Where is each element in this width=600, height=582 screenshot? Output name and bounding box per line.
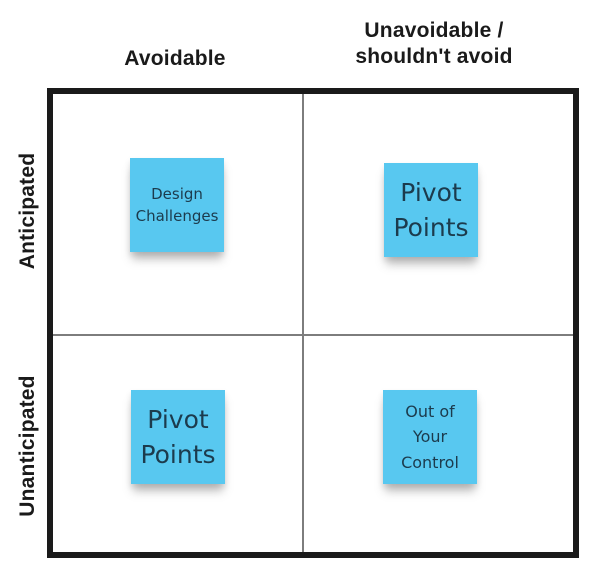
sticky-note-design-challenges-text: Design Challenges xyxy=(135,184,219,226)
vertical-quadrant-divider xyxy=(302,94,304,552)
matrix-frame xyxy=(47,88,579,558)
sticky-note-pivot-points-bottom: Pivot Points xyxy=(131,390,225,484)
column-header-avoidable: Avoidable xyxy=(124,47,226,70)
row-header-anticipated: Anticipated xyxy=(16,152,39,270)
sticky-note-pivot-points-top-text: Pivot Points xyxy=(393,178,469,242)
sticky-note-pivot-points-top: Pivot Points xyxy=(384,163,478,257)
sticky-note-out-of-your-control: Out of Your Control xyxy=(383,390,477,484)
row-header-unanticipated: Unanticipated xyxy=(16,375,39,517)
column-header-unavoidable-line1: Unavoidable / xyxy=(364,19,504,42)
sticky-note-out-of-your-control-text: Out of Your Control xyxy=(401,401,459,472)
sticky-note-pivot-points-bottom-text: Pivot Points xyxy=(140,405,216,469)
column-header-unavoidable: Unavoidable / shouldn't avoid xyxy=(301,18,567,70)
sticky-note-design-challenges: Design Challenges xyxy=(130,158,224,252)
horizontal-quadrant-divider xyxy=(53,334,573,336)
column-header-unavoidable-line2: shouldn't avoid xyxy=(355,45,513,68)
